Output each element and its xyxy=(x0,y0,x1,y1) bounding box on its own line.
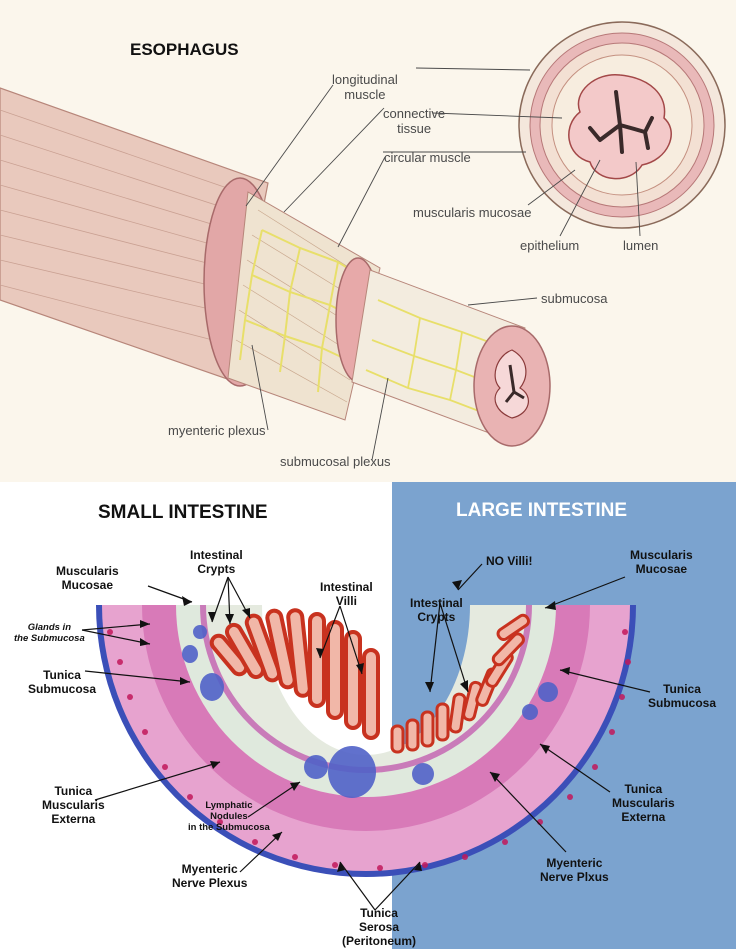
small-intestine-title: SMALL INTESTINE xyxy=(98,502,268,524)
cross-section xyxy=(519,22,725,228)
label-muscularis-mucosae-left: Muscularis Mucosae xyxy=(56,564,119,592)
label-connective-tissue: connective tissue xyxy=(383,106,445,136)
label-tunica-submucosa-left: Tunica Submucosa xyxy=(28,668,96,696)
label-lymphatic-nodules: Lymphatic Nodules in the Submucosa xyxy=(188,800,270,833)
label-longitudinal-muscle: longitudinal muscle xyxy=(332,72,398,102)
label-myenteric-left: Myenteric Nerve Plexus xyxy=(172,862,247,890)
label-myenteric-right: Myenteric Nerve Plxus xyxy=(540,856,609,884)
label-no-villi: NO Villi! xyxy=(486,554,532,568)
intestine-drawing xyxy=(0,482,736,949)
large-intestine-title: LARGE INTESTINE xyxy=(456,500,627,522)
label-intestinal-villi: Intestinal Villi xyxy=(320,580,373,608)
esophagus-panel: ESOPHAGUS longitudinal muscle connective… xyxy=(0,0,736,482)
intestine-panel: SMALL INTESTINE LARGE INTESTINE Muscular… xyxy=(0,482,736,949)
label-myenteric-plexus: myenteric plexus xyxy=(168,423,266,438)
label-submucosa: submucosa xyxy=(541,291,607,306)
label-submucosal-plexus: submucosal plexus xyxy=(280,454,391,469)
label-tunica-serosa: Tunica Serosa (Peritoneum) xyxy=(342,906,416,948)
label-tunica-submucosa-right: Tunica Submucosa xyxy=(648,682,716,710)
label-intestinal-crypts-left: Intestinal Crypts xyxy=(190,548,243,576)
label-intestinal-crypts-right: Intestinal Crypts xyxy=(410,596,463,624)
label-lumen: lumen xyxy=(623,238,658,253)
label-muscularis-mucosae-right: Muscularis Mucosae xyxy=(630,548,693,576)
label-circular-muscle: circular muscle xyxy=(384,150,471,165)
label-muscularis-mucosae: muscularis mucosae xyxy=(413,205,532,220)
esophagus-title: ESOPHAGUS xyxy=(130,40,239,60)
label-glands-submucosa: Glands in the Submucosa xyxy=(14,622,85,644)
label-tunica-muscularis-left: Tunica Muscularis Externa xyxy=(42,784,105,826)
label-tunica-muscularis-right: Tunica Muscularis Externa xyxy=(612,782,675,824)
label-epithelium: epithelium xyxy=(520,238,579,253)
